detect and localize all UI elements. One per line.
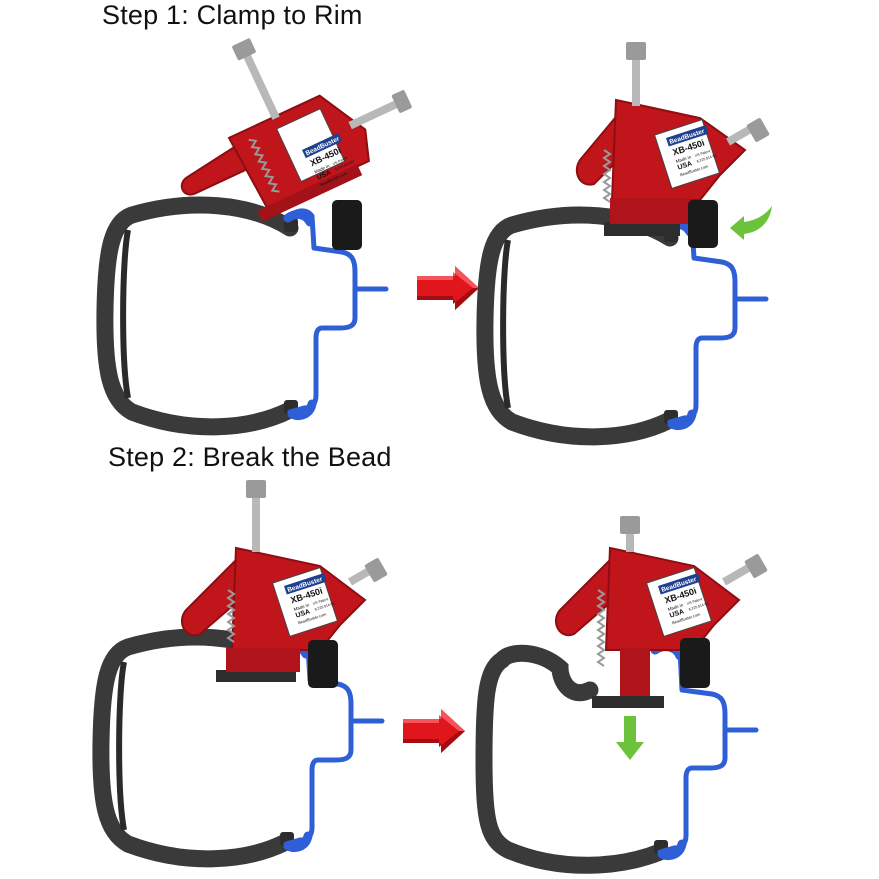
wheel-cross-section — [485, 215, 766, 437]
clamp-pad — [688, 200, 718, 248]
tool-made-in-label: Made in — [667, 602, 684, 612]
tool-made-in-label: Made in — [314, 163, 331, 175]
tool-patent-line1: US Patent — [312, 597, 328, 606]
bead-breaker-tool — [181, 480, 388, 682]
next-step-arrow — [417, 266, 479, 310]
tire-cross-section — [475, 644, 669, 874]
bead-breaker-tool — [555, 516, 768, 708]
next-step-arrow — [403, 709, 465, 753]
tool-patent-line2: 8,225,914 B1 — [696, 153, 717, 163]
tool-patent-line1: US Patent — [332, 156, 348, 166]
panel-step1-before: BeadBuster XB-450i Made in USA US Patent… — [105, 38, 412, 427]
step-2-heading: Step 2: Break the Bead — [108, 442, 392, 472]
tool-country-label: USA — [669, 608, 685, 619]
step-1-heading: Step 1: Clamp to Rim — [102, 0, 363, 30]
tool-patent-line1: US Patent — [686, 597, 702, 606]
tool-country-label: USA — [295, 608, 311, 619]
panel-step1-after: BeadBuster XB-450i Made in USA US Patent… — [485, 42, 772, 437]
clamp-direction-arrow — [730, 206, 772, 240]
tool-made-in-label: Made in — [675, 154, 692, 164]
clamp-pad — [308, 640, 338, 688]
bead-breaker-tool — [180, 38, 412, 222]
panel-step2-before: BeadBuster XB-450i Made in USA US Patent… — [101, 480, 388, 859]
tool-patent-line2: 8,225,914 B1 — [314, 601, 335, 611]
tool-made-in-label: Made in — [293, 602, 310, 612]
push-down-arrow — [616, 716, 644, 760]
tool-patent-line2: 8,225,914 B1 — [688, 601, 709, 611]
panel-step2-after: BeadBuster XB-450i Made in USA US Patent… — [475, 516, 768, 874]
tool-country-label: USA — [677, 160, 693, 171]
clamp-pad — [680, 638, 710, 688]
clamp-pad — [332, 200, 362, 250]
tool-patent-line1: US Patent — [694, 149, 710, 158]
